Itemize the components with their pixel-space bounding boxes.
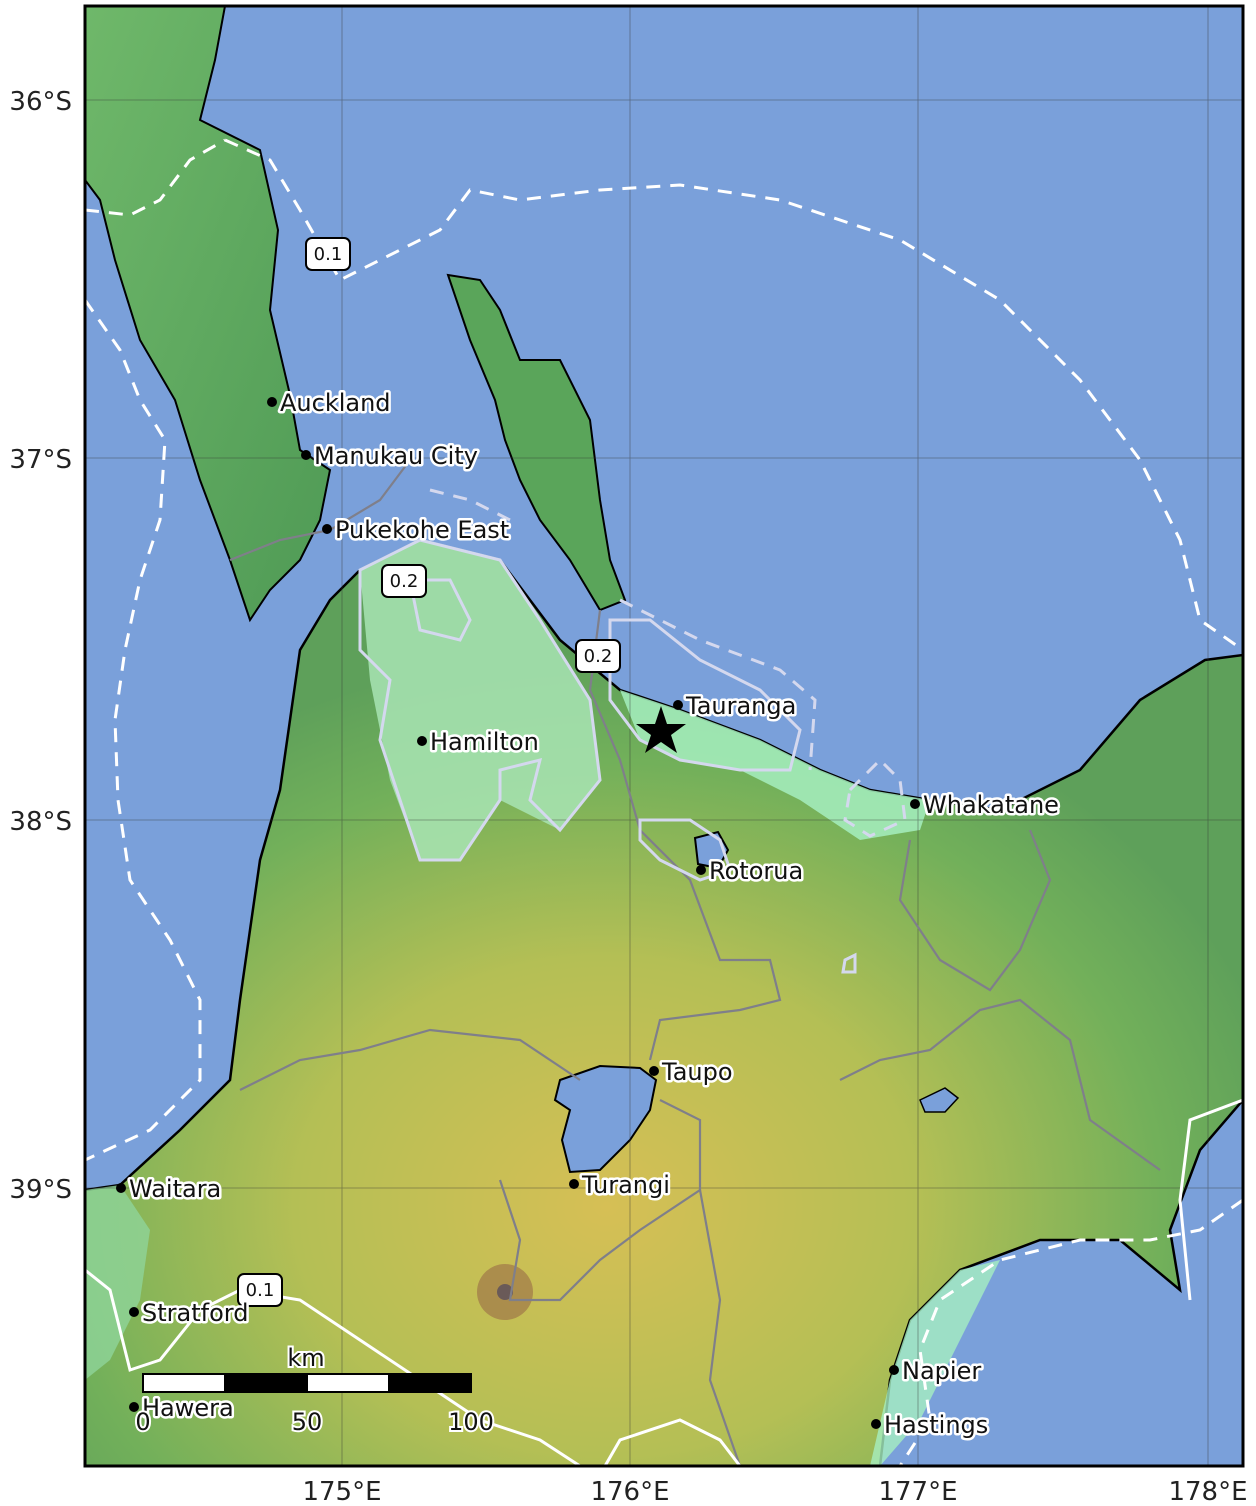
lon-label-177: 177°E	[878, 1477, 957, 1506]
hawkes-bay-lowland	[870, 1260, 1000, 1466]
contour-0.2-solid	[358, 538, 857, 974]
city-dot	[569, 1179, 579, 1189]
scale-unit: km	[287, 1344, 324, 1372]
contour-label-text: 0.1	[314, 244, 343, 265]
city-dot	[417, 736, 427, 746]
city-dot	[696, 865, 706, 875]
city-label: Stratford	[142, 1299, 248, 1327]
city-dot	[673, 700, 683, 710]
city-label: Hawera	[142, 1394, 234, 1422]
city-label: Napier	[902, 1357, 981, 1385]
city-dot	[649, 1066, 659, 1076]
coromandel-land	[446, 273, 627, 612]
scale-tick-50: 50	[292, 1408, 323, 1436]
city-label: Auckland	[280, 389, 391, 417]
city-dot	[910, 799, 920, 809]
city-label: Hamilton	[430, 728, 539, 756]
city-dot	[871, 1419, 881, 1429]
ruapehu-summit	[497, 1284, 513, 1300]
contour-label-box	[575, 639, 621, 673]
graticule	[85, 6, 1243, 1466]
lake-waikaremoana	[919, 1087, 960, 1113]
contour-label-box	[305, 237, 351, 271]
city-dot	[129, 1307, 139, 1317]
city-label: Rotorua	[709, 857, 803, 885]
contour-labels: 0.1 0.2 0.2 0.1	[237, 237, 621, 1307]
contour-label-text: 0.1	[246, 1280, 275, 1301]
city-dot	[301, 450, 311, 460]
lat-label-38: 38°S	[9, 807, 72, 837]
scale-tick-100: 100	[448, 1408, 494, 1436]
contour-label-text: 0.2	[584, 646, 613, 667]
city-label: Taupo	[661, 1058, 733, 1086]
city-label: Tauranga	[685, 692, 796, 720]
lat-label-36: 36°S	[9, 87, 72, 117]
contour-0.2-dashed	[429, 488, 907, 838]
city-label: Whakatane	[923, 791, 1059, 819]
city-dot	[889, 1365, 899, 1375]
city-label: Pukekohe East	[335, 516, 509, 544]
city-dot	[116, 1183, 126, 1193]
northland-land	[85, 6, 332, 623]
city-dot	[267, 397, 277, 407]
taranaki-lowland	[85, 1185, 150, 1380]
scale-tick-0: 0	[135, 1408, 150, 1436]
city-label: Hastings	[884, 1411, 988, 1439]
city-label: Waitara	[129, 1175, 221, 1203]
city-label: Turangi	[581, 1171, 670, 1199]
lon-label-176: 176°E	[590, 1477, 669, 1506]
city-dot	[322, 524, 332, 534]
bay-of-plenty-lowland	[620, 690, 930, 840]
lake-taupo	[553, 1064, 658, 1174]
map-frame	[83, 4, 1245, 1468]
lat-label-39: 39°S	[9, 1175, 72, 1205]
city-dot	[129, 1402, 139, 1412]
city-label: Manukau City	[314, 442, 478, 470]
star-icon	[636, 706, 686, 753]
lon-label-175: 175°E	[302, 1477, 381, 1506]
lon-label-178: 178°E	[1168, 1477, 1247, 1506]
contour-label-box	[381, 564, 427, 598]
scale-bar	[142, 1373, 472, 1393]
lat-label-37: 37°S	[9, 445, 72, 475]
contour-label-box	[237, 1273, 283, 1307]
contour-label-text: 0.2	[390, 571, 419, 592]
